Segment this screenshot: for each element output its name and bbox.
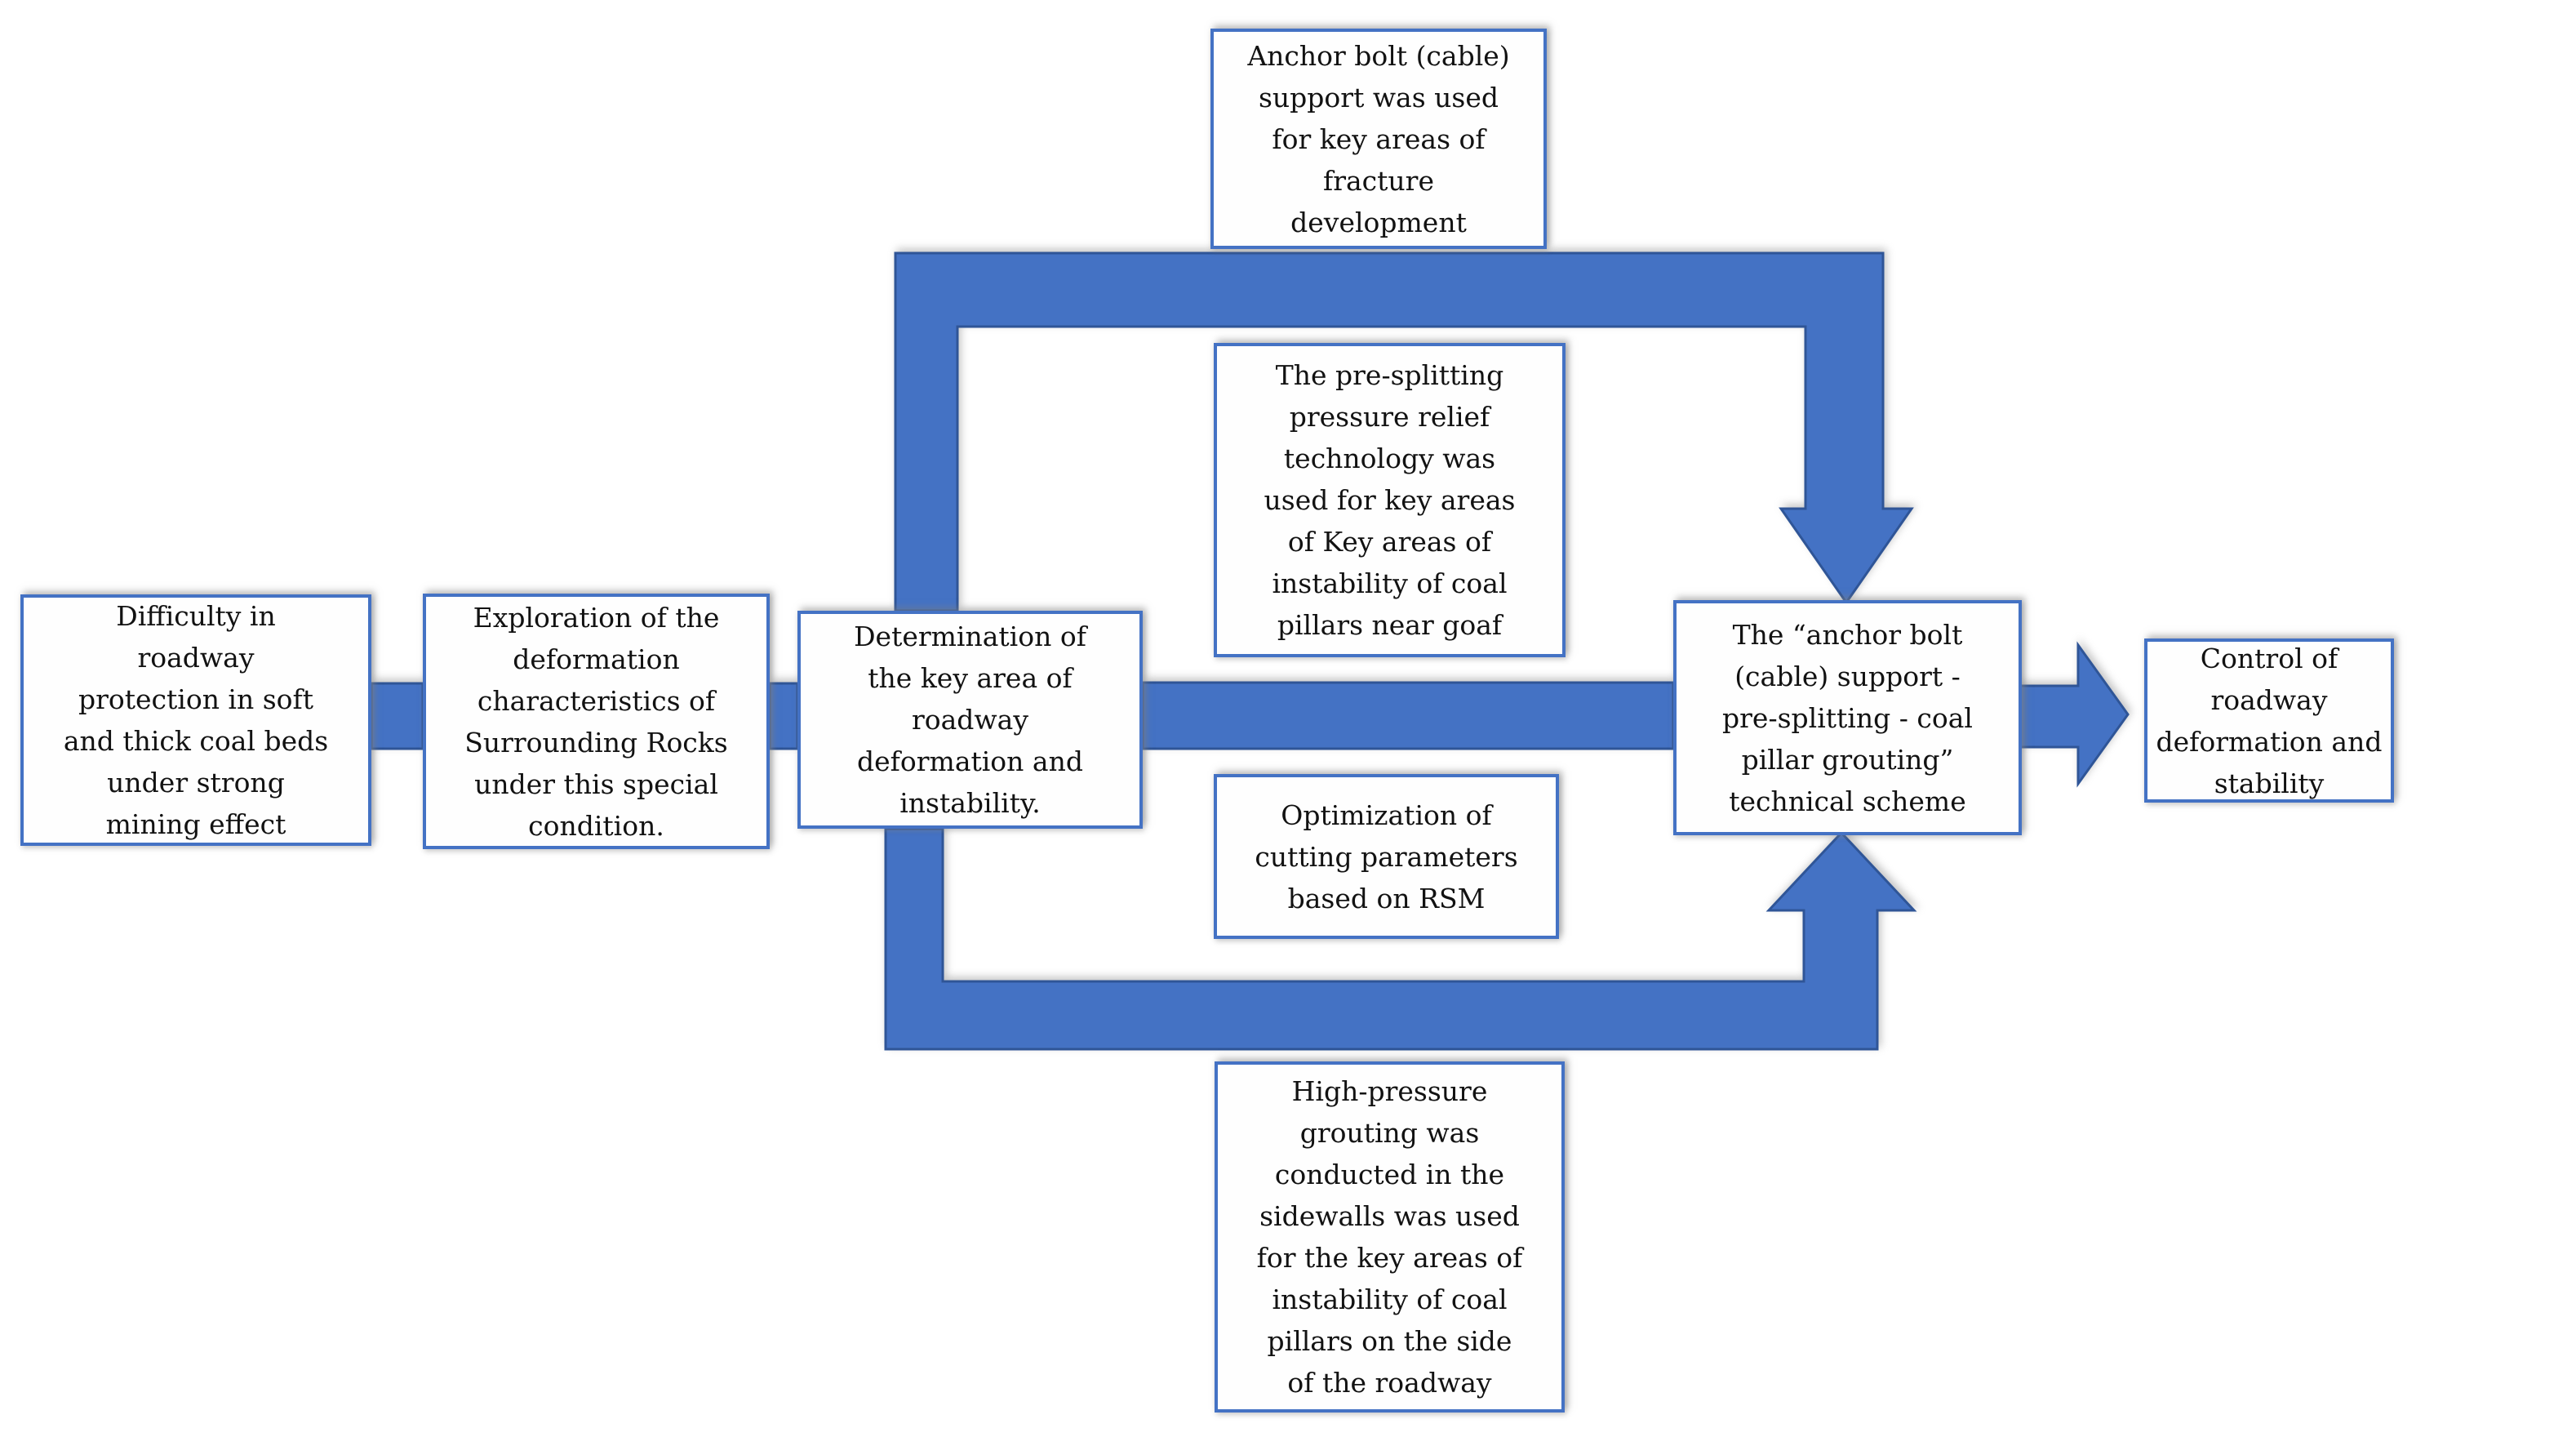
box-pre-splitting: The pre-splitting pressure relief techno… (1214, 343, 1566, 657)
box-exploration-text: Exploration of the deformation character… (464, 601, 728, 842)
flow-connector-difficulty-exploration (370, 682, 424, 750)
flow-connector-exploration-determination (768, 682, 799, 750)
box-determination: Determination of the key area of roadway… (797, 611, 1143, 829)
flow-arrow-top-branch (894, 251, 1914, 612)
box-optimization-text: Optimization of cutting parameters based… (1255, 799, 1518, 914)
box-pre-splitting-text: The pre-splitting pressure relief techno… (1264, 359, 1516, 641)
flow-arrow-scheme-control (2014, 641, 2130, 788)
flow-arrow-bottom-branch (884, 827, 1917, 1051)
box-control: Control of roadway deformation and stabi… (2144, 638, 2394, 803)
box-exploration: Exploration of the deformation character… (423, 594, 770, 849)
box-determination-text: Determination of the key area of roadway… (854, 621, 1086, 819)
box-difficulty-text: Difficulty in roadway protection in soft… (63, 600, 329, 840)
box-grouting-text: High-pressure grouting was conducted in … (1256, 1075, 1523, 1399)
box-scheme: The “anchor bolt (cable) support - pre-s… (1673, 600, 2022, 835)
box-grouting: High-pressure grouting was conducted in … (1215, 1061, 1565, 1413)
box-optimization: Optimization of cutting parameters based… (1214, 774, 1559, 939)
flow-connector-determination-scheme (1141, 681, 1675, 750)
box-difficulty: Difficulty in roadway protection in soft… (20, 594, 371, 846)
box-anchor-bolt-text: Anchor bolt (cable) support was used for… (1247, 39, 1510, 238)
box-control-text: Control of roadway deformation and stabi… (2156, 642, 2383, 799)
box-anchor-bolt: Anchor bolt (cable) support was used for… (1210, 29, 1547, 249)
box-scheme-text: The “anchor bolt (cable) support - pre-s… (1722, 618, 1973, 817)
